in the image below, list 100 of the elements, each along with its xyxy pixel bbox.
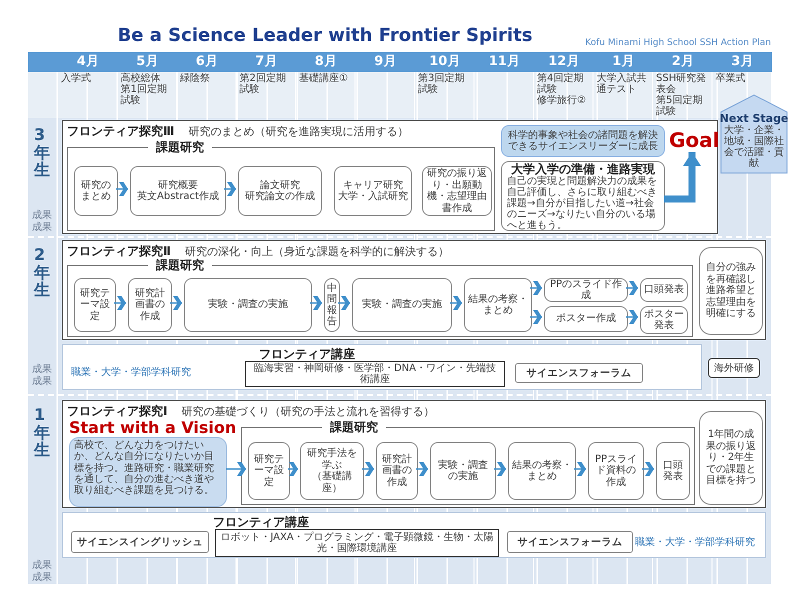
month-label: 11月 bbox=[488, 53, 521, 71]
event-text: 第5回定期試験 bbox=[656, 95, 704, 117]
process-text: ポスター発表 bbox=[644, 308, 684, 332]
section-title: フロンティア探究Ⅱ bbox=[67, 244, 171, 258]
process-box bbox=[464, 278, 532, 332]
process-text: 研究概要 bbox=[158, 180, 198, 191]
group-title: 課題研究 bbox=[148, 258, 212, 272]
group-title: 課題研究 bbox=[322, 420, 386, 434]
section-subtitle: 研究の基礎づくり（研究の手法と流れを習得する） bbox=[181, 405, 434, 419]
career-research-text: 職業・大学・学部学科研究 bbox=[71, 367, 191, 379]
section-box bbox=[62, 120, 718, 234]
process-text: ポスター作成 bbox=[556, 313, 616, 325]
event-text: 第4回定期試験 bbox=[537, 73, 584, 95]
grade-label: 2年生 bbox=[34, 246, 50, 299]
process-text: キャリア研究 bbox=[343, 180, 403, 190]
row-note: 成果 bbox=[32, 572, 52, 583]
process-text: 研究の振り返り・出願動機・志望理由書作成 bbox=[426, 168, 488, 214]
reflection-text: 自分の強みを再確認し進路希望と志望理由を明確にする bbox=[705, 262, 757, 320]
process-text: 実験・調査の実施 bbox=[208, 299, 288, 311]
event-text: SSH研究発表会 bbox=[656, 73, 708, 95]
process-text: 英文Abstract作成 bbox=[137, 191, 219, 202]
event-text: 卒業式 bbox=[716, 73, 746, 84]
process-box bbox=[640, 306, 688, 334]
vision-heading: Start with a Vision bbox=[69, 419, 236, 437]
section-title: フロンティア探究Ⅲ bbox=[67, 124, 174, 138]
row-note: 成果 bbox=[32, 376, 52, 387]
process-text: 研究論文の作成 bbox=[245, 191, 315, 202]
month-label: 5月 bbox=[135, 53, 160, 71]
goal-statement: 科学的事象や社会の諸問題を解決できるサイエンスリーダーに成長 bbox=[507, 130, 659, 152]
event-text: 第1回定期試験 bbox=[120, 84, 168, 106]
process-text: 研究のまとめ bbox=[80, 180, 112, 202]
grade-label: 1年生 bbox=[34, 406, 50, 459]
career-research-text: 職業・大学・学部学科研究 bbox=[635, 537, 755, 549]
section-subtitle: 研究のまとめ（研究を進路実現に活用する） bbox=[188, 125, 408, 139]
month-label: 2月 bbox=[670, 53, 695, 71]
program-box: 臨海実習・神岡研修・医学部・DNA・ワイン・先端技術講座 bbox=[245, 361, 505, 387]
section-box bbox=[62, 240, 766, 340]
process-box bbox=[430, 442, 496, 500]
event-text: 入学式 bbox=[61, 73, 92, 84]
process-box bbox=[248, 442, 290, 500]
month-label: 10月 bbox=[428, 53, 462, 71]
program-box: サイエンスフォーラム bbox=[507, 531, 633, 553]
process-text: （基礎講座） bbox=[311, 471, 353, 494]
section-title: フロンティア探究Ⅰ bbox=[67, 404, 168, 418]
plan-box bbox=[501, 161, 665, 231]
plan-description: 自己の実現と問題解決力の成果を自己評価し、さらに取り組むべき課題→自分が目指したい道→社会のニーズ→なりたい自分のいる場へと進もう。 bbox=[507, 176, 658, 230]
process-box bbox=[128, 278, 172, 332]
process-text: 研究計画書の作成 bbox=[134, 288, 166, 322]
process-text: 結果の考察・まとめ bbox=[512, 460, 572, 482]
row-note: 成果 bbox=[32, 210, 52, 221]
event-text: 第3回定期試験 bbox=[418, 73, 466, 95]
lecture-panel bbox=[62, 512, 766, 558]
program-box: ロボット・JAXA・プログラミング・電子顕微鏡・生物・太陽光・国際環境講座 bbox=[215, 529, 499, 557]
process-box bbox=[74, 166, 118, 216]
process-box bbox=[324, 278, 340, 332]
lecture-title: フロンティア講座 bbox=[213, 515, 309, 529]
month-label: 7月 bbox=[254, 53, 278, 71]
house-text: 大学・企業・地域・国際社会で活躍・貢献 bbox=[724, 125, 784, 169]
program-box: サイエンスフォーラム bbox=[515, 363, 643, 383]
group-title: 課題研究 bbox=[148, 140, 212, 154]
month-label: 9月 bbox=[373, 53, 398, 71]
process-text: 研究計画書の作成 bbox=[381, 454, 413, 488]
program-box: 海外研修 bbox=[708, 358, 760, 378]
month-label: 4月 bbox=[76, 53, 100, 71]
month-label: 12月 bbox=[547, 53, 580, 71]
month-label: 6月 bbox=[194, 53, 219, 71]
process-text: 実験・調査の実施 bbox=[437, 460, 489, 482]
process-text: PPスライド資料の作成 bbox=[594, 454, 638, 488]
program-box: サイエンスイングリッシュ bbox=[71, 531, 209, 553]
goal-statement-box bbox=[501, 125, 665, 157]
process-text: 口頭発表 bbox=[662, 460, 684, 482]
process-box bbox=[130, 166, 226, 216]
process-text: 結果の考察・まとめ bbox=[468, 294, 528, 316]
process-text: 研究手法を学ぶ bbox=[306, 448, 358, 470]
house-shape bbox=[720, 94, 788, 174]
event-text: 修学旅行② bbox=[537, 95, 587, 106]
row-note: 成果 bbox=[32, 560, 52, 571]
process-text: 大学・入試研究 bbox=[338, 191, 408, 202]
event-text: 第2回定期試験 bbox=[240, 73, 287, 95]
process-box bbox=[544, 306, 628, 332]
reflection-box bbox=[699, 411, 763, 505]
lecture-title: フロンティア講座 bbox=[259, 347, 355, 361]
process-box bbox=[640, 278, 688, 302]
vision-panel: 高校で、どんな力をつけたいか、どんな自分になりたいか目標を持つ。進路研究・職業研究を通して、自分の進むべき道や取り組むべき課題を見つける。 bbox=[69, 437, 227, 507]
lecture-panel bbox=[62, 344, 702, 390]
reflection-text: 1年間の成果の振り返り・2年生での課題と目標を持つ bbox=[705, 429, 757, 487]
grade-label: 3年生 bbox=[34, 126, 50, 179]
month-label: 3月 bbox=[730, 53, 754, 71]
house-heading: Next Stage bbox=[720, 112, 788, 125]
event-text: 基礎講座① bbox=[299, 73, 349, 84]
process-box bbox=[74, 278, 116, 332]
process-box bbox=[300, 442, 364, 500]
process-text: 中間報告 bbox=[327, 283, 337, 327]
process-box bbox=[238, 166, 322, 216]
process-box bbox=[508, 442, 576, 500]
month-label: 1月 bbox=[611, 53, 636, 71]
process-box bbox=[334, 166, 412, 216]
process-box bbox=[588, 442, 644, 500]
event-text: 大学入試共通テスト bbox=[596, 73, 648, 95]
title: Be a Science Leader with Frontier Spirits bbox=[116, 24, 534, 48]
